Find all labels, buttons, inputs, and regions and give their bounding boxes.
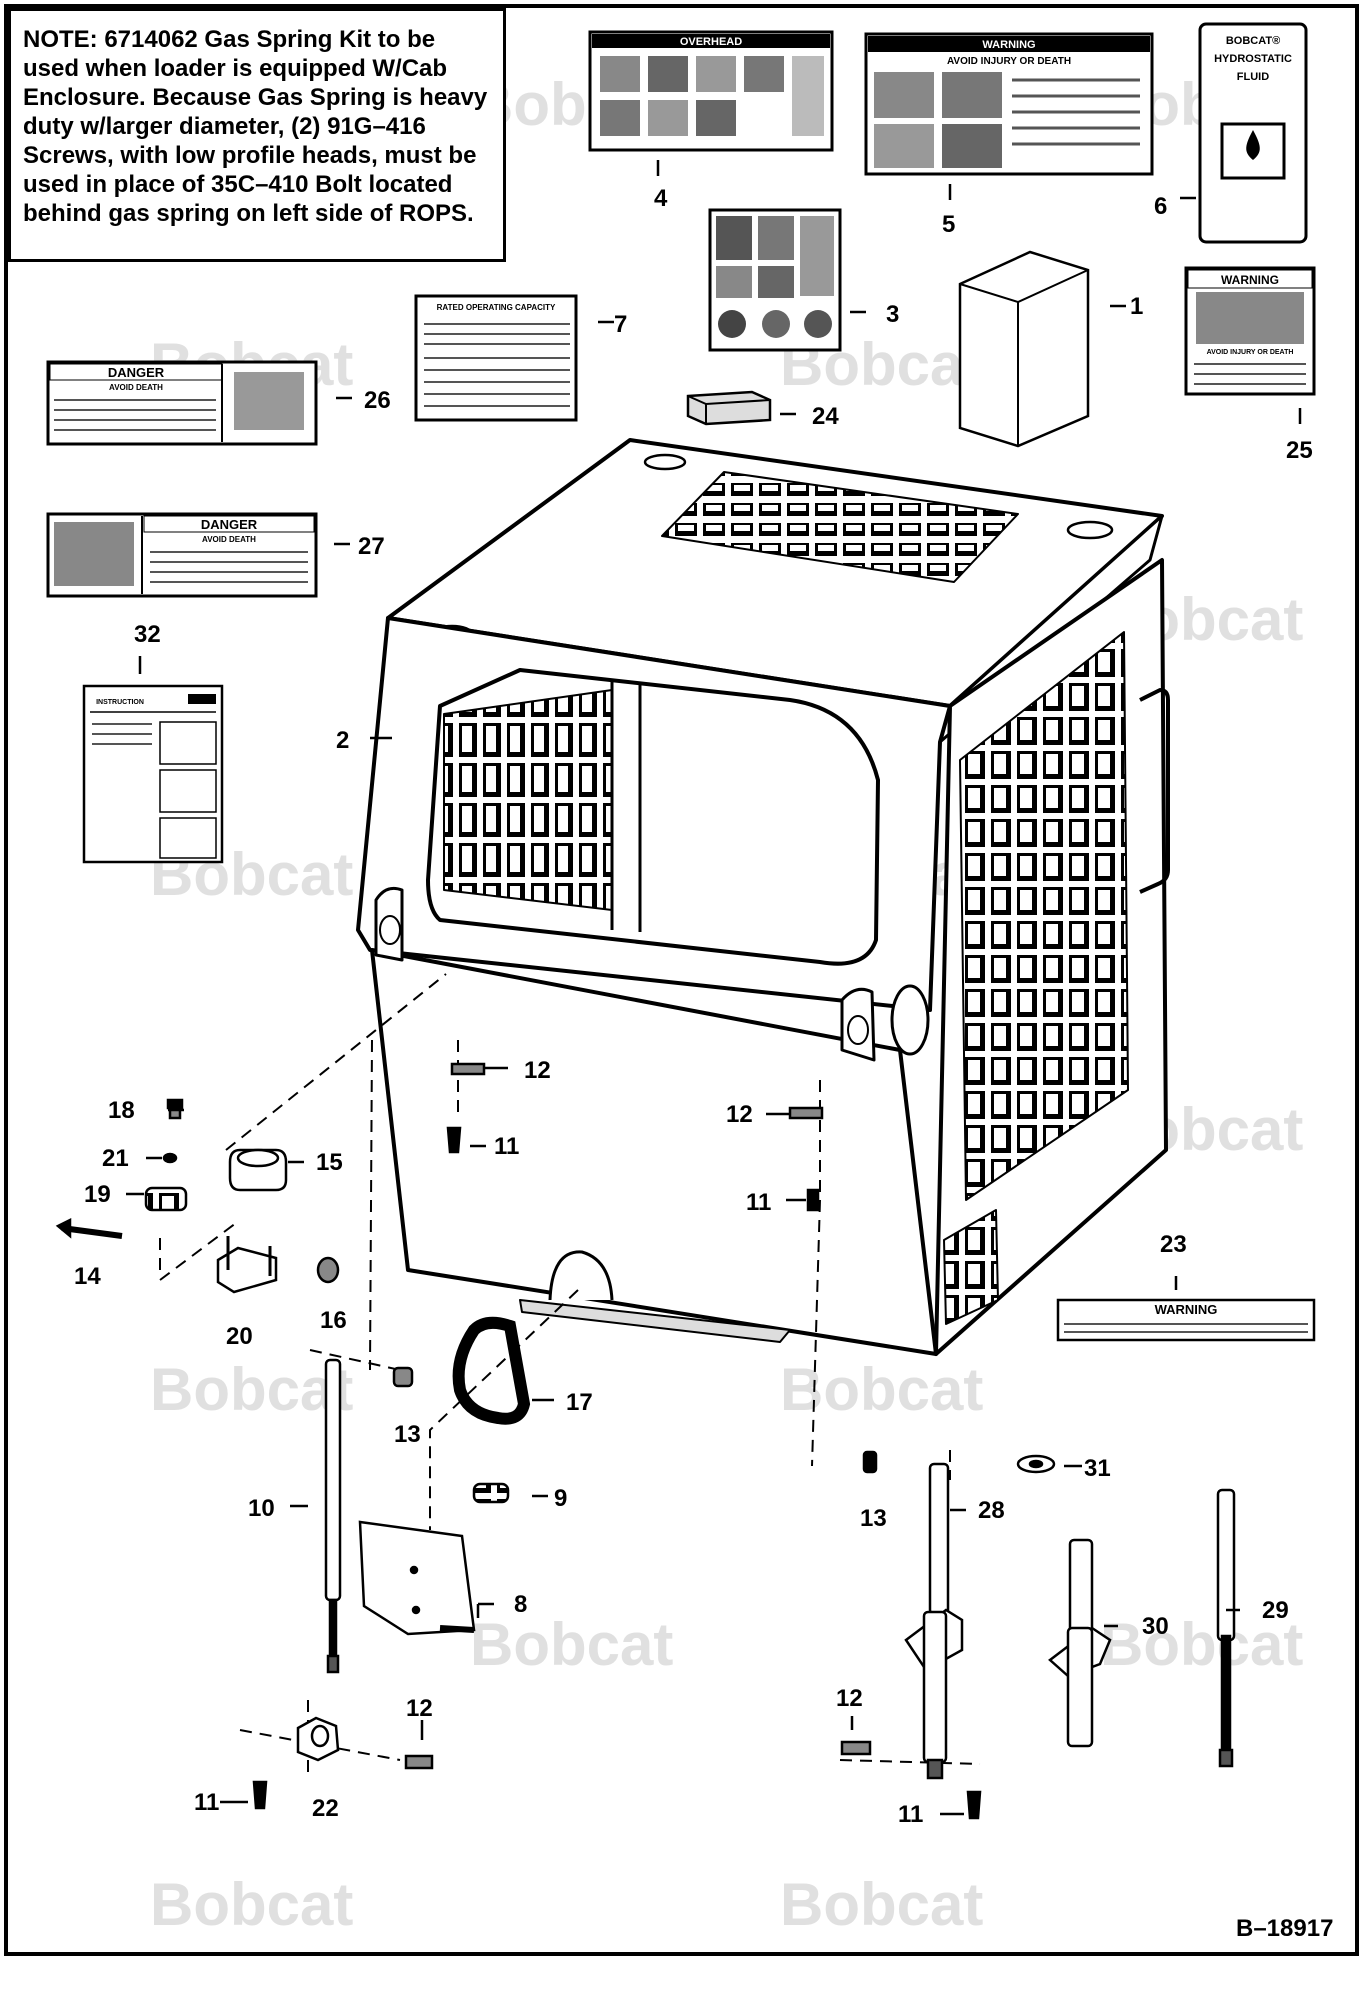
decal-5: WARNING AVOID INJURY OR DEATH — [864, 32, 1154, 176]
decal-6: BOBCAT® HYDROSTATIC FLUID — [1198, 22, 1308, 244]
callout-22: 22 — [312, 1795, 339, 1822]
decal-25: WARNING AVOID INJURY OR DEATH — [1184, 266, 1316, 396]
callout-7: 7 — [614, 311, 627, 338]
callout-32: 32 — [134, 621, 161, 648]
watermark: Bobcat — [780, 1871, 983, 1938]
callout-6: 6 — [1154, 193, 1167, 220]
callout-5: 5 — [942, 211, 955, 238]
rops-cab — [356, 438, 1170, 1356]
watermark: Bobcat — [150, 1356, 353, 1423]
callout-14: 14 — [74, 1263, 101, 1290]
callout-12: 12 — [726, 1101, 753, 1128]
bottom-margin — [0, 1956, 1365, 2000]
svg-text:DANGER: DANGER — [108, 365, 165, 380]
svg-text:FLUID: FLUID — [1237, 71, 1269, 83]
decal-7: RATED OPERATING CAPACITY — [414, 294, 578, 422]
callout-4: 4 — [654, 185, 668, 212]
callout-12: 12 — [406, 1695, 433, 1722]
drawing-frame — [4, 4, 1359, 1956]
note-text: NOTE: 6714062 Gas Spring Kit to be used … — [23, 26, 488, 227]
callout-11: 11 — [194, 1789, 219, 1816]
callout-12: 12 — [524, 1057, 551, 1084]
callout-20: 20 — [226, 1323, 253, 1350]
callout-2: 2 — [336, 727, 349, 754]
decal-1-box — [958, 250, 1090, 448]
callout-12: 12 — [836, 1685, 863, 1712]
svg-text:AVOID INJURY OR DEATH: AVOID INJURY OR DEATH — [947, 56, 1071, 67]
svg-text:WARNING: WARNING — [1221, 273, 1279, 287]
decal-24 — [686, 390, 772, 426]
svg-text:RATED OPERATING CAPACITY: RATED OPERATING CAPACITY — [437, 303, 556, 312]
callout-26: 26 — [364, 387, 391, 414]
callout-11: 11 — [494, 1133, 519, 1160]
callout-23: 23 — [1160, 1231, 1187, 1258]
leader-lines — [126, 160, 1302, 1816]
callout-19: 19 — [84, 1181, 111, 1208]
drawing-number: B–18917 — [1236, 1915, 1333, 1942]
svg-text:BOBCAT®: BOBCAT® — [1226, 35, 1280, 47]
decal-4: OVERHEAD — [588, 30, 834, 152]
callout-31: 31 — [1084, 1455, 1111, 1482]
svg-text:INSTRUCTION: INSTRUCTION — [96, 699, 144, 706]
watermark: Bobcat — [780, 1356, 983, 1423]
decal-23: WARNING — [1056, 1298, 1316, 1342]
callout-9: 9 — [554, 1485, 567, 1512]
callout-21: 21 — [102, 1145, 129, 1172]
callout-25: 25 — [1286, 437, 1313, 464]
callout-11: 11 — [898, 1801, 923, 1828]
callout-24: 24 — [812, 403, 839, 430]
decal-27: DANGER AVOID DEATH — [46, 512, 318, 598]
watermark: Bobcat — [470, 1611, 673, 1678]
decal-32: INSTRUCTION — [82, 684, 224, 864]
callout-27: 27 — [358, 533, 385, 560]
svg-text:HYDROSTATIC: HYDROSTATIC — [1214, 53, 1292, 65]
decal-3 — [708, 208, 842, 352]
svg-text:AVOID INJURY OR DEATH: AVOID INJURY OR DEATH — [1207, 349, 1294, 356]
svg-text:AVOID DEATH: AVOID DEATH — [202, 535, 256, 544]
callouts: 1 2 3 4 5 6 7 8 9 10 11 11 11 11 11 12 1… — [74, 185, 1313, 1828]
callout-15: 15 — [316, 1149, 343, 1176]
watermark: Bobcat — [1100, 1611, 1303, 1678]
callout-1: 1 — [1130, 293, 1143, 320]
svg-text:DANGER: DANGER — [201, 517, 258, 532]
callout-10: 10 — [248, 1495, 275, 1522]
callout-8: 8 — [514, 1591, 527, 1618]
callout-3: 3 — [886, 301, 899, 328]
decal-26: DANGER AVOID DEATH — [46, 360, 318, 446]
callout-17: 17 — [566, 1389, 593, 1416]
callout-11: 11 — [746, 1189, 771, 1216]
callout-28: 28 — [978, 1497, 1005, 1524]
callout-16: 16 — [320, 1307, 347, 1334]
svg-text:OVERHEAD: OVERHEAD — [680, 36, 742, 48]
callout-13: 13 — [860, 1505, 887, 1532]
note-box: NOTE: 6714062 Gas Spring Kit to be used … — [8, 8, 506, 262]
callout-18: 18 — [108, 1097, 135, 1124]
hardware-parts — [55, 1062, 1236, 1820]
svg-text:WARNING: WARNING — [982, 39, 1035, 51]
svg-text:WARNING: WARNING — [1155, 1302, 1218, 1317]
watermark: Bobcat — [150, 1871, 353, 1938]
callout-29: 29 — [1262, 1597, 1289, 1624]
callout-13: 13 — [394, 1421, 421, 1448]
svg-text:AVOID DEATH: AVOID DEATH — [109, 383, 163, 392]
callout-30: 30 — [1142, 1613, 1169, 1640]
